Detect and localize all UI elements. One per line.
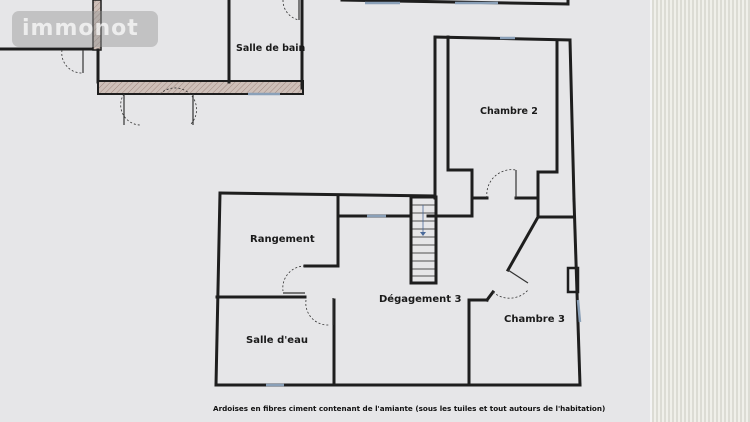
floor-plan-paper <box>0 0 660 422</box>
plan-caption: Ardoises en fibres ciment contenant de l… <box>213 404 606 413</box>
room-label-salle-deau: Salle d'eau <box>246 335 308 346</box>
floor-plan-drawing <box>0 0 582 387</box>
room-label-chambre-2: Chambre 2 <box>480 106 538 117</box>
room-label-rangement: Rangement <box>250 234 315 245</box>
room-label-degagement-3: Dégagement 3 <box>379 294 462 305</box>
staircase <box>409 195 438 285</box>
room-label-chambre-3: Chambre 3 <box>504 314 565 325</box>
room-label-salle-de-bain: Salle de bain <box>236 43 306 54</box>
watermark-logo: immonot <box>12 11 158 47</box>
paper-stack <box>652 0 750 422</box>
